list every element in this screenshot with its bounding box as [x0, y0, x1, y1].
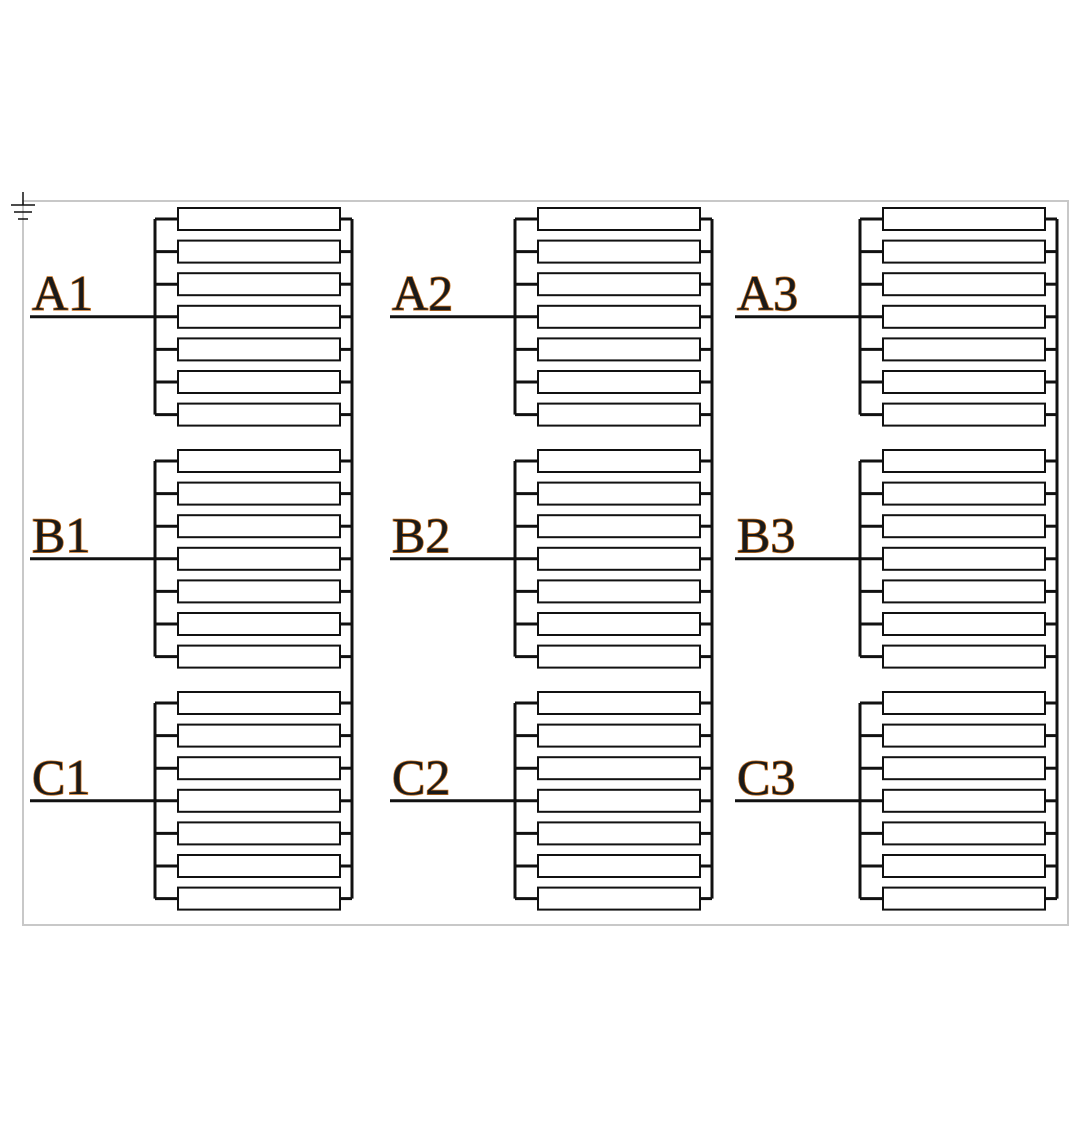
- resistor-icon: [882, 337, 1046, 362]
- resistor-icon: [177, 723, 341, 748]
- resistor-group: B2: [390, 449, 712, 669]
- resistor-group: C1: [30, 691, 352, 911]
- resistor-icon: [537, 481, 701, 506]
- resistor-icon: [177, 612, 341, 636]
- resistor-icon: [537, 723, 701, 748]
- phase-label: C1: [32, 749, 90, 805]
- resistor-icon: [177, 756, 341, 781]
- resistor-icon: [537, 370, 701, 394]
- resistor-icon: [537, 886, 701, 911]
- resistor-icon: [882, 481, 1046, 506]
- resistor-icon: [177, 644, 341, 669]
- phase-label: B3: [737, 507, 795, 563]
- resistor-icon: [882, 854, 1046, 878]
- phase-label: C3: [737, 749, 795, 805]
- resistor-icon: [882, 239, 1046, 264]
- resistor-icon: [882, 821, 1046, 846]
- resistor-icon: [177, 514, 341, 539]
- resistor-icon: [537, 402, 701, 427]
- resistor-icon: [537, 304, 701, 329]
- resistor-icon: [882, 579, 1046, 604]
- resistor-icon: [537, 691, 701, 715]
- resistor-icon: [177, 272, 341, 297]
- resistor-group: A1: [30, 207, 352, 427]
- resistor-icon: [882, 402, 1046, 427]
- resistor-icon: [177, 691, 341, 715]
- resistor-icon: [177, 449, 341, 473]
- resistor-icon: [537, 514, 701, 539]
- resistor-icon: [177, 402, 341, 427]
- resistor-icon: [537, 644, 701, 669]
- resistor-icon: [537, 579, 701, 604]
- phase-label: B1: [32, 507, 90, 563]
- resistor-icon: [537, 239, 701, 264]
- resistor-icon: [177, 886, 341, 911]
- resistor-icon: [537, 207, 701, 231]
- resistor-icon: [537, 546, 701, 571]
- resistor-icon: [177, 821, 341, 846]
- resistor-icon: [177, 788, 341, 813]
- resistor-icon: [882, 449, 1046, 473]
- resistor-icon: [537, 612, 701, 636]
- resistor-group: A2: [390, 207, 712, 427]
- resistor-icon: [537, 449, 701, 473]
- resistor-group: B3: [735, 449, 1057, 669]
- resistor-icon: [882, 756, 1046, 781]
- resistor-icon: [537, 272, 701, 297]
- resistor-icon: [882, 370, 1046, 394]
- resistor-icon: [537, 756, 701, 781]
- resistor-icon: [177, 337, 341, 362]
- resistor-icon: [177, 481, 341, 506]
- resistor-icon: [537, 821, 701, 846]
- resistor-icon: [882, 644, 1046, 669]
- phase-label: A1: [32, 265, 93, 321]
- resistor-icon: [882, 304, 1046, 329]
- resistor-icon: [177, 207, 341, 231]
- resistor-icon: [177, 304, 341, 329]
- resistor-icon: [882, 546, 1046, 571]
- resistor-icon: [177, 579, 341, 604]
- resistor-icon: [177, 854, 341, 878]
- resistor-group: C3: [735, 691, 1057, 911]
- resistor-icon: [882, 272, 1046, 297]
- resistor-icon: [882, 788, 1046, 813]
- diagram-frame: [22, 200, 1069, 926]
- ground-icon: [11, 192, 35, 220]
- phase-label: A3: [737, 265, 798, 321]
- resistor-group: B1: [30, 449, 352, 669]
- resistor-icon: [177, 239, 341, 264]
- phase-label: A2: [392, 265, 453, 321]
- resistor-icon: [882, 691, 1046, 715]
- resistor-icon: [882, 886, 1046, 911]
- resistor-icon: [537, 854, 701, 878]
- resistor-icon: [882, 723, 1046, 748]
- resistor-icon: [882, 514, 1046, 539]
- phase-label: C2: [392, 749, 450, 805]
- phase-label: B2: [392, 507, 450, 563]
- resistor-icon: [177, 546, 341, 571]
- resistor-icon: [882, 207, 1046, 231]
- resistor-icon: [177, 370, 341, 394]
- resistor-group: A3: [735, 207, 1057, 427]
- resistor-icon: [882, 612, 1046, 636]
- resistor-icon: [537, 337, 701, 362]
- resistor-group: C2: [390, 691, 712, 911]
- resistor-icon: [537, 788, 701, 813]
